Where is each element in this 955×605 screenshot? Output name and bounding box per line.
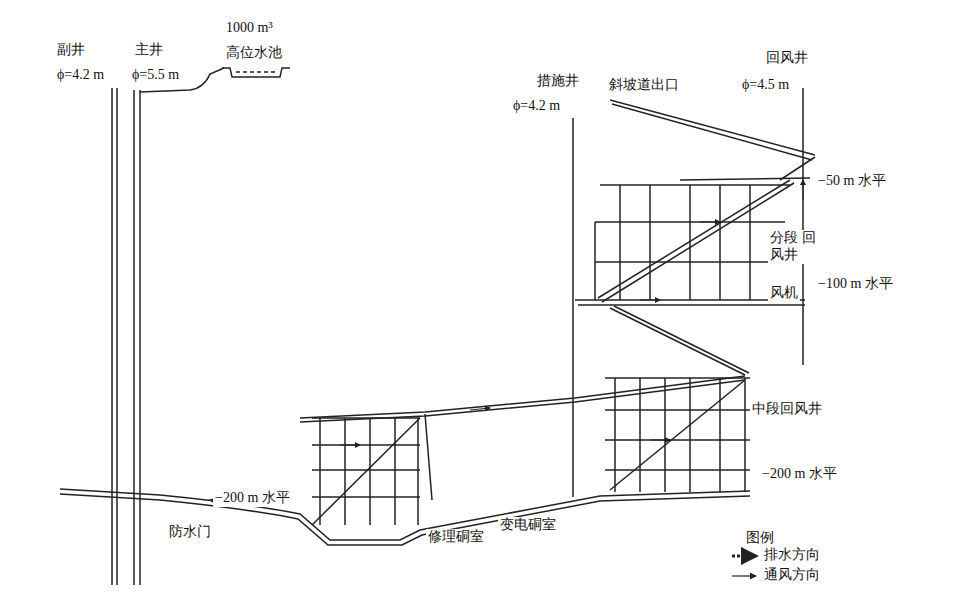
- map-label: 主井: [133, 42, 165, 59]
- map-label: ϕ=4.2 m: [55, 67, 106, 84]
- legend-sample: [732, 555, 756, 558]
- map-label: −200 m 水平: [760, 466, 839, 483]
- map-label: −200 m 水平: [213, 490, 292, 507]
- map-label: −50 m 水平: [816, 173, 888, 190]
- legend-sample: [732, 575, 756, 576]
- map-label: 回风井: [764, 50, 810, 67]
- map-label: ϕ=4.2 m: [511, 98, 562, 115]
- map-label: 变电硐室: [498, 517, 558, 534]
- map-label: 副井: [55, 42, 87, 59]
- map-label: 措施井: [535, 73, 581, 90]
- map-label: 风机: [768, 285, 800, 302]
- map-label: 分段 回风井: [768, 230, 818, 264]
- map-label: 修理硐室: [426, 529, 486, 546]
- map-label: 防水门: [167, 524, 213, 541]
- map-label: 斜坡道出口: [607, 77, 681, 94]
- map-label: −100 m 水平: [816, 276, 895, 293]
- map-label: 高位水池: [224, 45, 284, 62]
- map-label: ϕ=5.5 m: [130, 67, 181, 84]
- map-label: 图例: [744, 530, 776, 547]
- legend-text: 排水方向: [762, 547, 822, 564]
- map-label: 中段回风井: [750, 401, 824, 418]
- legend-text: 通风方向: [762, 567, 822, 584]
- map-label: ϕ=4.5 m: [740, 77, 791, 94]
- map-label: 1000 m³: [224, 20, 275, 37]
